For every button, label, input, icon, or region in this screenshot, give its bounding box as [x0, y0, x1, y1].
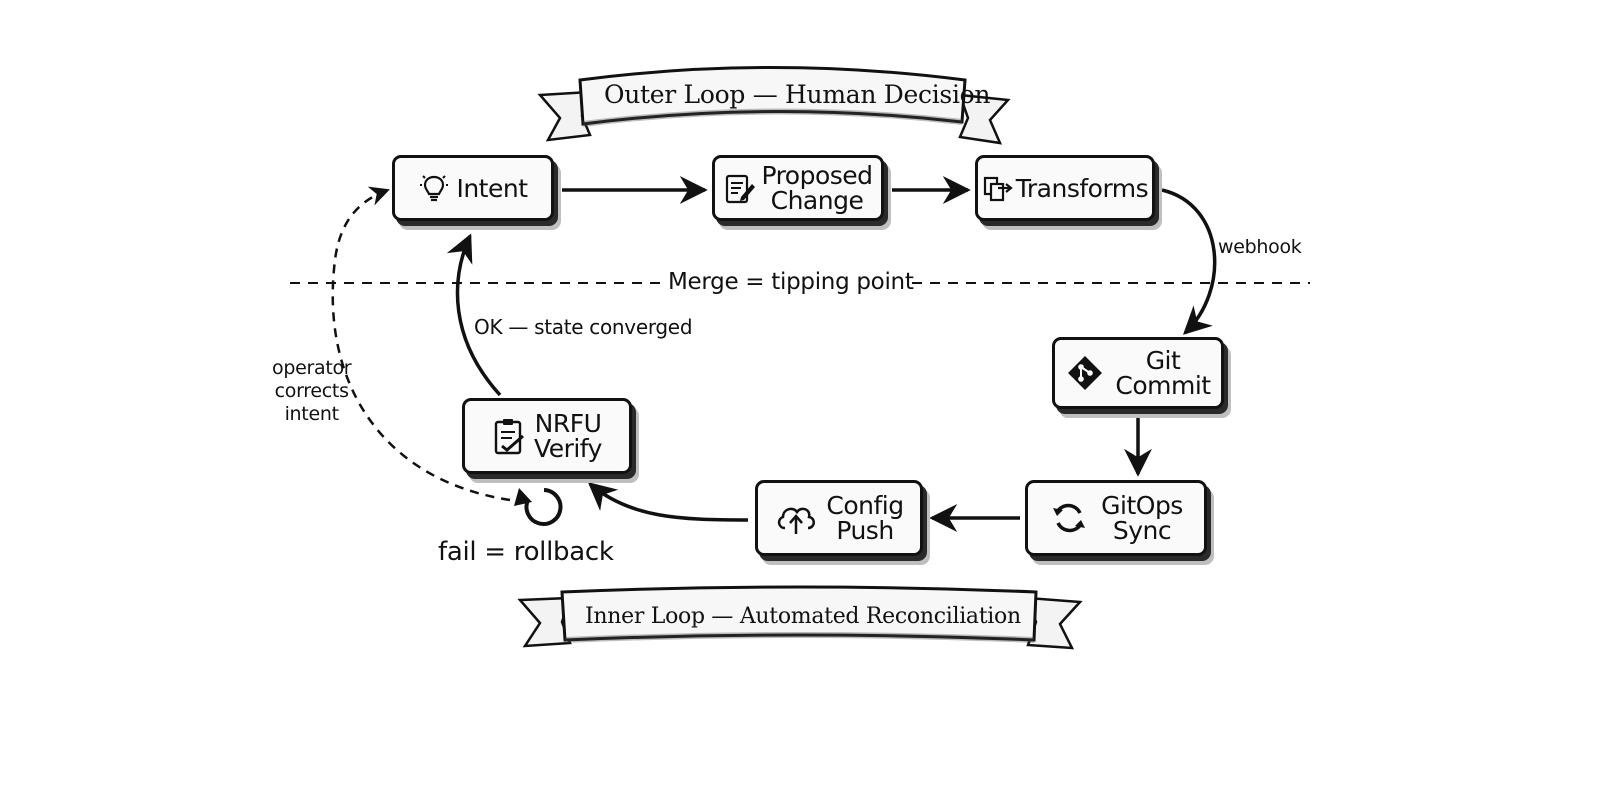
operator-corrects-intent-label: operator corrects intent	[272, 357, 352, 425]
document-edit-icon	[723, 171, 756, 205]
transforms-node: Transforms	[975, 155, 1155, 221]
outer-banner	[537, 66, 1011, 145]
inner-banner	[517, 585, 1083, 650]
transform-icon	[982, 173, 1014, 203]
inner-loop-title: Inner Loop — Automated Reconciliation	[585, 604, 1021, 629]
rollback-icon	[514, 488, 563, 526]
nrfu-verify-label: NRFU Verify	[534, 409, 602, 463]
intent-label: Intent	[456, 173, 528, 203]
gitops-sync-label: GitOps Sync	[1101, 491, 1183, 545]
git-icon	[1065, 353, 1105, 393]
git-commit-label: Git Commit	[1115, 346, 1211, 400]
arrow-config-to-nrfu	[587, 482, 749, 522]
transforms-label: Transforms	[1015, 173, 1149, 203]
gitops-sync-node: GitOps Sync	[1025, 480, 1207, 556]
clipboard-check-icon	[492, 416, 526, 456]
outer-loop-title: Outer Loop — Human Decision	[604, 80, 991, 109]
config-push-label: Config Push	[826, 491, 904, 545]
merge-tipping-point-label: Merge = tipping point	[668, 269, 914, 295]
ok-state-converged-label: OK — state converged	[474, 315, 693, 339]
arrow-nrfu-to-intent	[446, 233, 502, 397]
proposed-change-label: Proposed Change	[761, 161, 873, 215]
proposed-change-node: Proposed Change	[712, 155, 884, 221]
cloud-upload-icon	[774, 500, 818, 536]
sync-icon	[1049, 498, 1089, 538]
fail-rollback-label: fail = rollback	[438, 537, 614, 567]
webhook-label: webhook	[1218, 236, 1302, 258]
lightbulb-icon	[418, 172, 450, 204]
config-push-node: Config Push	[755, 480, 923, 556]
arrow-transforms-to-git	[1161, 188, 1217, 335]
git-commit-node: Git Commit	[1052, 337, 1224, 409]
nrfu-verify-node: NRFU Verify	[462, 398, 632, 474]
intent-node: Intent	[392, 155, 554, 221]
arrow-operator-corrects	[331, 186, 511, 502]
